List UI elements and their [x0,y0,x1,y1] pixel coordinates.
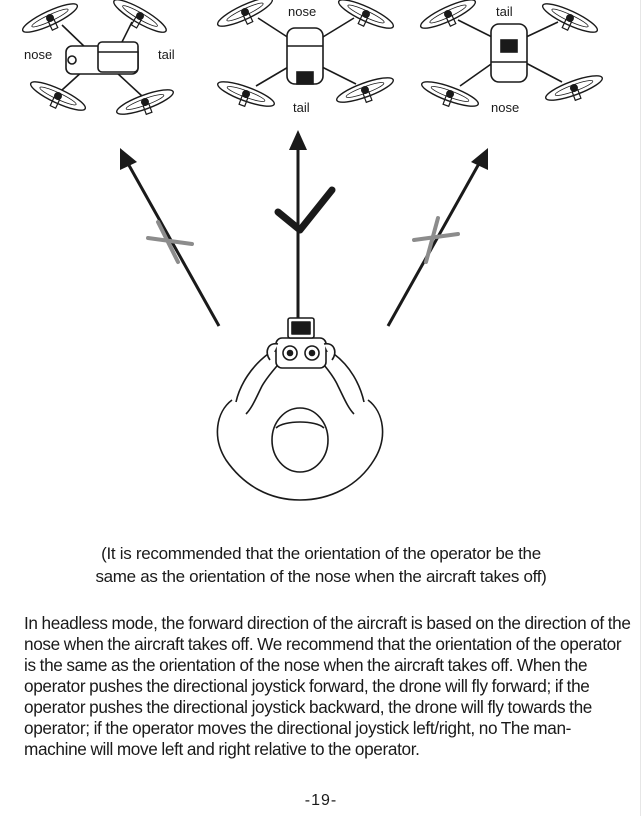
caption-line-2: same as the orientation of the nose when… [40,565,602,588]
arrow-left [120,148,219,326]
drone-right-nose-label: nose [491,100,519,115]
operator-figure [217,318,382,500]
drone-right-tail-label: tail [496,4,513,19]
headless-mode-illustration: nose tail nose tail tail nose [0,0,642,520]
page-number: -19- [0,792,642,810]
page-edge-divider [640,0,641,816]
caption-line-1: (It is recommended that the orientation … [40,542,602,565]
cross-icon [148,222,192,262]
drone-left-nose-label: nose [24,47,52,62]
headless-mode-paragraph: In headless mode, the forward direction … [24,613,632,760]
drone-center-nose-label: nose [288,4,316,19]
drone-left-tail-label: tail [158,47,175,62]
check-icon [278,190,332,230]
drone-center-tail-label: tail [293,100,310,115]
figure-caption: (It is recommended that the orientation … [40,542,602,588]
